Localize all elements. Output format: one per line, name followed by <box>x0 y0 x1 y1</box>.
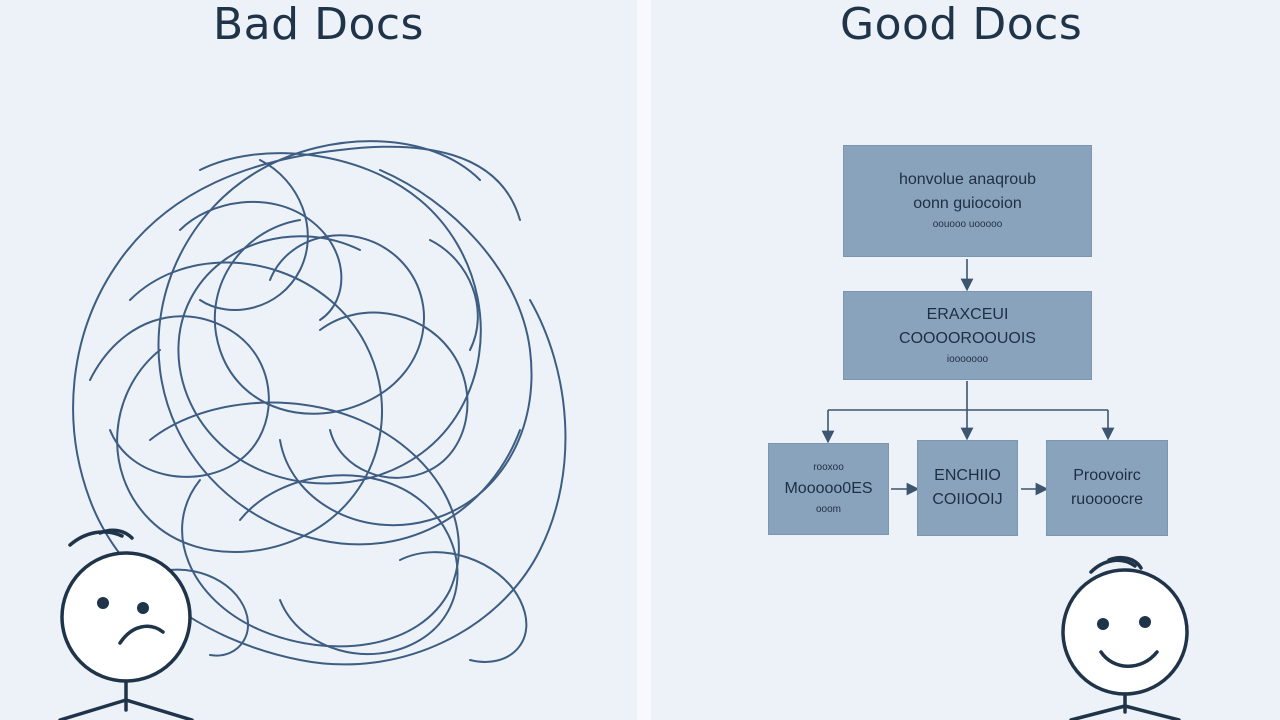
bad-docs-title: Bad Docs <box>213 0 424 50</box>
flowchart-box-middle: ERAXCEUI COOOOROOUOIS iooooooo <box>843 291 1092 380</box>
panel-divider <box>637 0 651 720</box>
flowchart-box-bottom-center: ENCHIIO COIIOOIJ <box>917 440 1018 536</box>
box-line: ooom <box>815 504 841 515</box>
box-line: rooxoo <box>813 462 844 473</box>
sad-stick-figure-icon <box>58 528 194 720</box>
box-line: iooooooo <box>946 353 989 365</box>
box-line: ruoooocre <box>1070 491 1144 508</box>
good-docs-title: Good Docs <box>840 0 1083 50</box>
box-line: ENCHIIO <box>934 467 1001 484</box>
flowchart-connectors <box>821 259 1115 496</box>
bad-docs-panel: Bad Docs <box>0 0 637 720</box>
flowchart-box-top: honvolue anaqroub oonn guiocoion oouooo … <box>843 145 1092 257</box>
happy-stick-figure-icon <box>1061 555 1189 720</box>
scribble-tangle-icon <box>72 140 567 666</box>
box-line: Mooooo0ES <box>784 480 873 497</box>
flowchart-box-bottom-right: Proovoirc ruoooocre <box>1046 440 1168 536</box>
box-line: oonn guiocoion <box>913 195 1022 212</box>
box-line: ERAXCEUI <box>926 305 1009 323</box>
box-line: Proovoirc <box>1073 467 1141 484</box>
box-line: oouooo uooooo <box>932 219 1003 230</box>
box-line: COOOOROOUOIS <box>899 329 1036 347</box>
flowchart-box-bottom-left: rooxoo Mooooo0ES ooom <box>768 443 889 535</box>
box-line: honvolue anaqroub <box>898 171 1036 188</box>
box-line: COIIOOIJ <box>932 491 1003 508</box>
good-docs-panel: Good Docs honvolue anaqroub oonn guiocoi… <box>651 0 1280 720</box>
